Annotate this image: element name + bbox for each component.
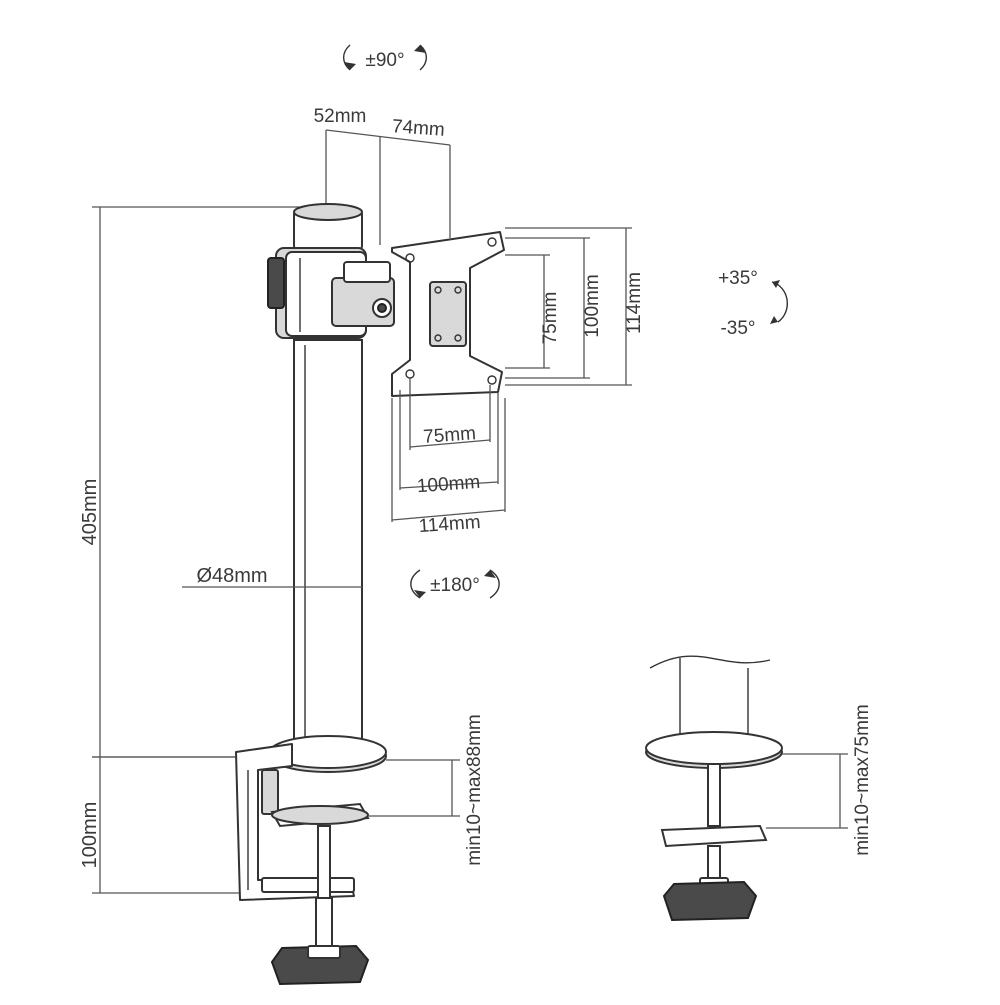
- rotate-label: ±180°: [430, 575, 480, 596]
- rotate-arrow-left-icon: [410, 569, 421, 599]
- offset-right-label: 74mm: [391, 116, 445, 141]
- rotate-badge: ±180°: [410, 569, 500, 599]
- pole-top-collar: [267, 203, 395, 339]
- vesa-horizontal-dimensions: 75mm 100mm 114mm: [391, 378, 506, 537]
- clamp-range-label: min10~max88mm: [464, 714, 485, 866]
- rotate-arrow-right-icon: [489, 569, 500, 599]
- pole-height-label: 405mm: [79, 479, 101, 546]
- clamp-height-dimension: 100mm: [79, 756, 240, 894]
- swivel-label: ±90°: [365, 50, 404, 71]
- vesa-mid-height-label: 100mm: [582, 274, 603, 337]
- tilt-arrowhead-icon: [770, 316, 778, 324]
- vesa-outer-width-label: 114mm: [418, 512, 481, 537]
- rotate-arrowhead-icon: [414, 590, 426, 598]
- tilt-arrow-icon: [771, 281, 789, 323]
- swivel-arrow-right-icon: [419, 44, 427, 71]
- desk-clamp: [235, 735, 387, 986]
- grommet-mount: min10~max75mm: [645, 655, 873, 922]
- clamp-height-label: 100mm: [79, 802, 101, 869]
- pole-body: [293, 339, 363, 761]
- vesa-plate: [391, 231, 505, 397]
- tilt-arrowhead-icon: [772, 280, 780, 288]
- vesa-outer-height-label: 114mm: [624, 272, 645, 334]
- grommet-range-label: min10~max75mm: [852, 704, 873, 856]
- vesa-inner-width-label: 75mm: [423, 423, 477, 448]
- clamp-range-dimension: min10~max88mm: [368, 714, 485, 866]
- swivel-arrowhead-icon: [344, 62, 356, 70]
- vesa-vertical-dimensions: 75mm 100mm 114mm: [505, 227, 645, 386]
- vesa-inner-height-label: 75mm: [540, 292, 561, 345]
- vesa-mid-width-label: 100mm: [416, 472, 481, 497]
- tilt-up-label: +35°: [718, 268, 758, 289]
- pole: Ø48mm: [182, 339, 363, 761]
- swivel-badge: ±90°: [343, 44, 427, 71]
- offset-left-label: 52mm: [314, 106, 367, 127]
- tilt-indicator: +35° -35°: [718, 268, 789, 339]
- offset-dimension: 52mm 74mm: [314, 106, 451, 245]
- rotate-arrowhead-icon: [484, 570, 496, 578]
- swivel-arrowhead-icon: [414, 45, 426, 53]
- swivel-arrow-left-icon: [343, 44, 351, 71]
- pole-diameter-label: Ø48mm: [196, 565, 267, 587]
- tilt-down-label: -35°: [720, 318, 755, 339]
